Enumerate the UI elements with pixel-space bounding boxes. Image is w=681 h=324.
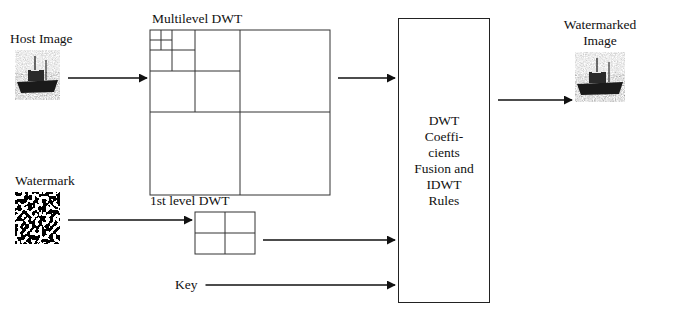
first-level-dwt-grid [195,212,255,254]
host-picture [15,50,60,100]
arrow-connector [338,77,395,78]
box-text: DWT Coeffi- cients Fusion and IDWT Rules [412,113,476,209]
figure-label: Watermarked Image [554,17,646,49]
watermarked-picture [575,52,625,102]
figure-label: Multilevel DWT [152,11,242,27]
arrow-connector [263,239,395,240]
host-image: Host Image [15,50,60,100]
first-level-dwt: 1st level DWT [195,212,255,254]
figure-label: Host Image [10,31,73,47]
arrow-connector [498,99,572,100]
figure-label: 1st level DWT [150,193,229,209]
fusion-box: DWT Coeffi- cients Fusion and IDWT Rules [398,18,490,303]
key-label: Key [175,277,198,293]
watermark: Watermark [15,192,60,244]
arrow-connector [68,77,147,78]
arrow-connector [68,219,192,220]
multilevel-dwt-grid [150,30,330,195]
figure-label: Watermark [15,173,75,189]
watermark-picture [15,192,60,244]
input-label: Key [175,277,198,293]
multilevel-dwt: Multilevel DWT [150,30,330,195]
watermarked-image: Watermarked Image [575,52,625,102]
arrow-connector [206,284,396,285]
